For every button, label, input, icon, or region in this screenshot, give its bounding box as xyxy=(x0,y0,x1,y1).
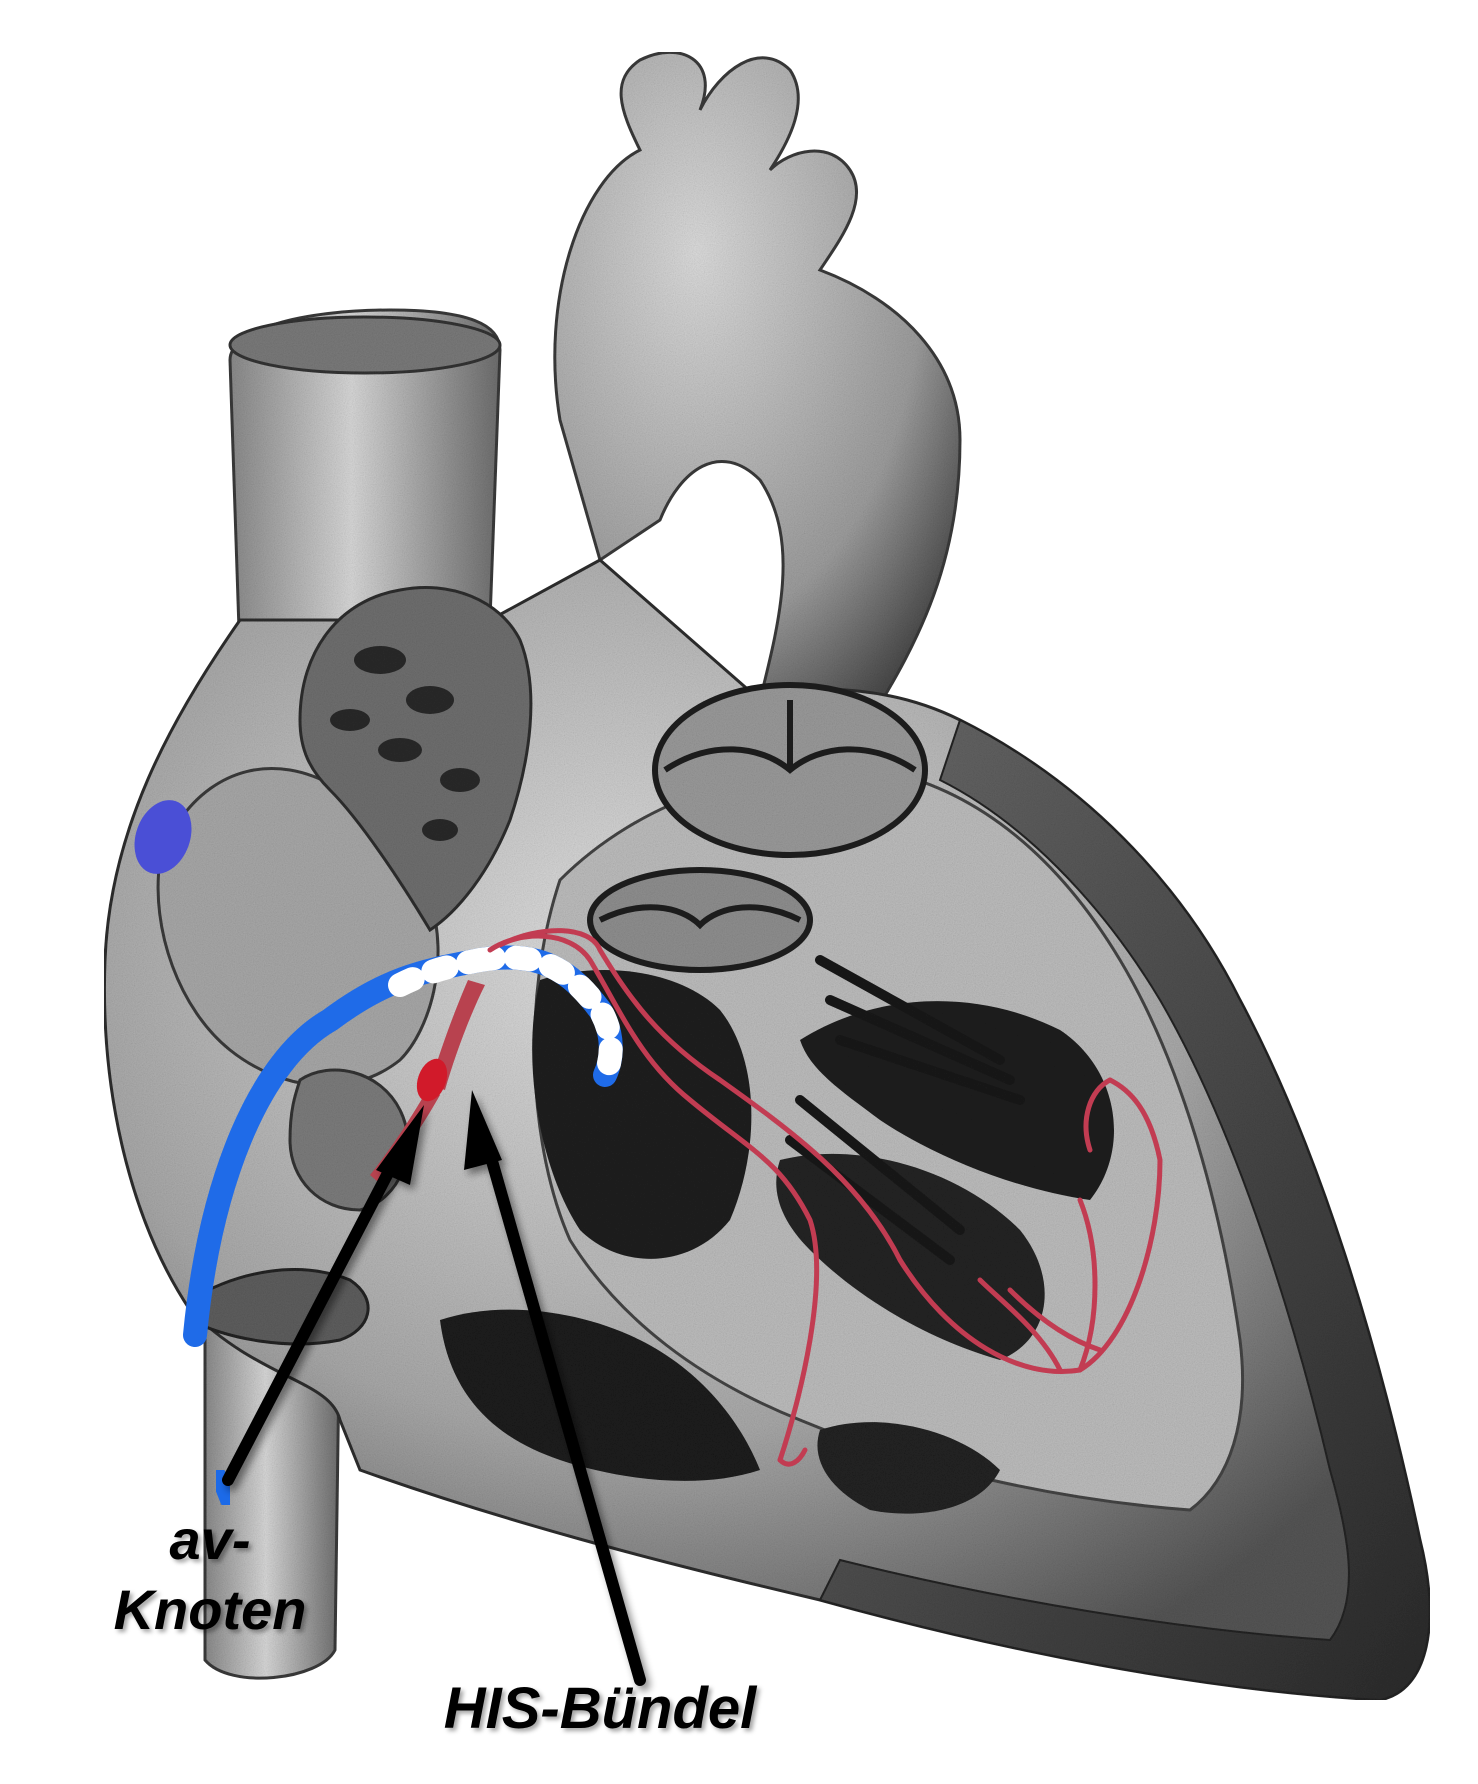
papillary-muscle-lower xyxy=(776,1153,1045,1360)
label-av-node: av- Knoten xyxy=(80,1505,340,1645)
aorta xyxy=(553,50,962,722)
label-av-node-line1: av- xyxy=(169,1508,251,1571)
mitral-valve xyxy=(587,867,813,973)
label-his-bundle: HIS-Bündel xyxy=(443,1676,757,1741)
trabeculae xyxy=(440,1309,760,1481)
purkinje-fibers xyxy=(487,928,1163,1467)
label-av-node-line2: Knoten xyxy=(113,1578,307,1641)
arrow-his-bundle xyxy=(464,1090,646,1686)
trabeculae-right xyxy=(817,1422,1000,1514)
inferior-vena-cava xyxy=(203,1298,342,1680)
sinus-node xyxy=(134,800,192,874)
heart-illustration xyxy=(103,50,1432,1702)
arrow-av-node xyxy=(222,1105,424,1486)
pectinate-muscles xyxy=(330,646,480,841)
internodal-pathway xyxy=(183,945,623,1508)
vena-cava-opening xyxy=(228,315,502,375)
aortic-valve xyxy=(652,682,928,858)
atrial-appendage xyxy=(298,585,533,933)
septal-dark-region xyxy=(532,970,752,1259)
chordae-tendineae xyxy=(785,955,1025,1265)
av-node xyxy=(416,1058,448,1102)
ventricle-wall xyxy=(818,718,1431,1702)
